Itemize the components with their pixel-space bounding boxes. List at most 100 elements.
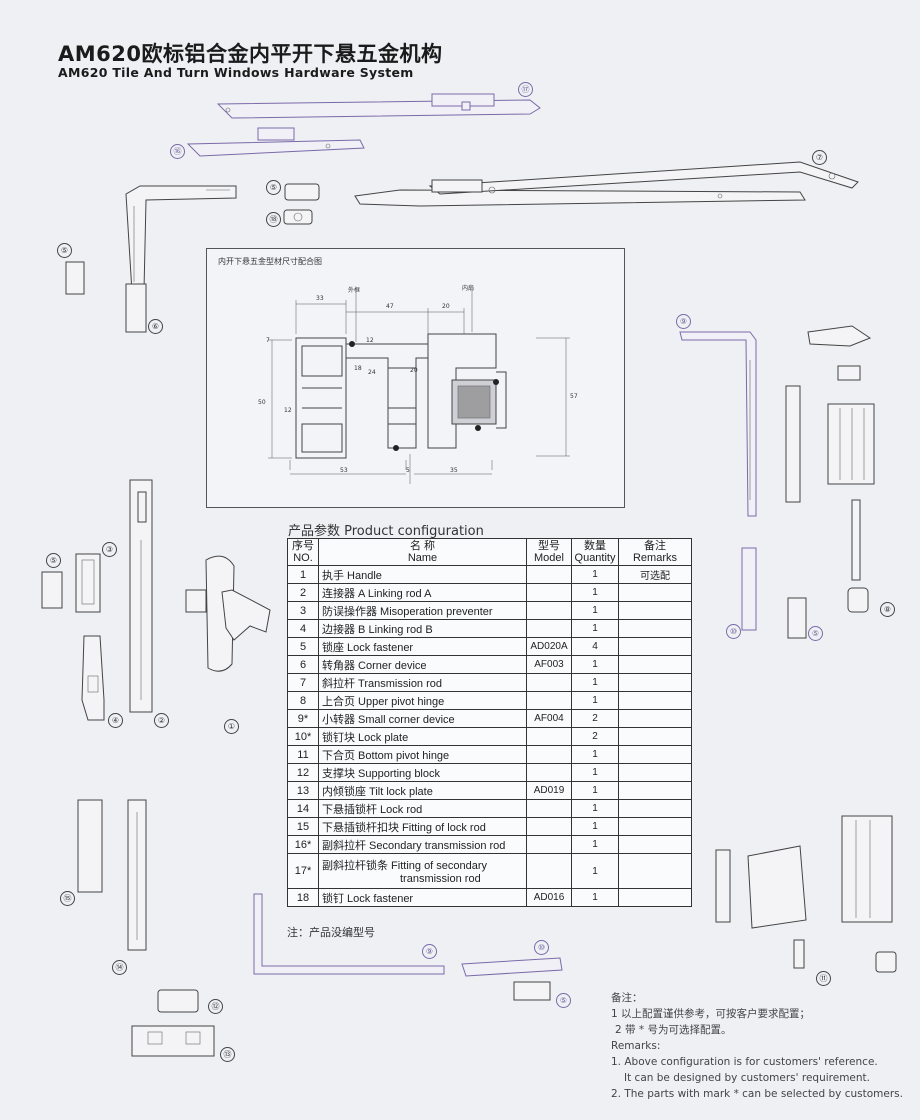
callout-18: ⑱ <box>266 212 281 227</box>
callout-17: ⑰ <box>518 82 533 97</box>
callout-9-a: ⑨ <box>676 314 691 329</box>
callout-12: ⑫ <box>208 999 223 1014</box>
part-15-drawing <box>77 799 103 893</box>
part-3-drawing <box>75 553 101 613</box>
callout-7: ⑦ <box>812 150 827 165</box>
config-heading: 产品参数 Product configuration <box>288 524 484 539</box>
callout-5-a: ⑤ <box>266 180 281 195</box>
part-16-drawing <box>186 127 365 157</box>
callout-6: ⑥ <box>148 319 163 334</box>
part-11-hinge-drawing <box>715 815 897 973</box>
svg-text:5: 5 <box>406 467 410 474</box>
svg-text:53: 53 <box>340 467 348 474</box>
part-5-drawing-c <box>787 597 807 639</box>
svg-text:47: 47 <box>386 303 394 310</box>
svg-text:20: 20 <box>442 303 450 310</box>
remarks-en-title: Remarks: <box>611 1040 661 1052</box>
svg-text:18: 18 <box>354 365 362 372</box>
page-subtitle: AM620 Tile And Turn Windows Hardware Sys… <box>58 65 414 80</box>
page-title: AM620欧标铝合金内平开下悬五金机构 <box>58 42 443 66</box>
callout-5-e: ⑤ <box>556 993 571 1008</box>
label-inner-sash: 内扇 <box>462 284 474 292</box>
part-5-drawing-d <box>41 571 63 609</box>
part-9-drawing-right <box>679 331 757 517</box>
callout-14: ⑭ <box>112 960 127 975</box>
svg-text:35: 35 <box>450 467 458 474</box>
part-18-drawing <box>283 209 313 225</box>
part-6-drawing <box>125 185 237 333</box>
callout-15: ⑮ <box>60 891 75 906</box>
part-4-drawing <box>81 635 105 721</box>
callout-13: ⑬ <box>220 1047 235 1062</box>
part-5-drawing-e <box>513 981 551 1001</box>
part-7-drawing <box>354 161 859 207</box>
remarks-en-2: 2. The parts with mark * can be selected… <box>611 1088 903 1100</box>
callout-16: ⑯ <box>170 144 185 159</box>
svg-text:12: 12 <box>366 337 374 344</box>
profile-section-drawing: 33 47 20 外框 内扇 7 12 18 24 20 50 12 57 53… <box>258 284 578 484</box>
callout-5-d: ⑤ <box>46 553 61 568</box>
part-1-handle-drawing <box>185 555 271 672</box>
part-5-drawing-a <box>284 183 320 201</box>
part-10-drawing-bottom <box>461 957 563 977</box>
part-17-drawing <box>216 93 541 119</box>
callout-10-b: ⑩ <box>534 940 549 955</box>
remarks-zh-title: 备注： <box>611 992 643 1004</box>
part-12-drawing <box>157 989 199 1013</box>
svg-text:50: 50 <box>258 399 266 406</box>
callout-11: ⑪ <box>816 971 831 986</box>
part-2-drawing <box>129 479 153 713</box>
part-14-drawing <box>127 799 147 951</box>
remarks-zh-2: 2 带 * 号为可选择配置。 <box>615 1024 732 1036</box>
svg-text:57: 57 <box>570 393 578 400</box>
table-note: 注：产品没编型号 <box>287 926 375 939</box>
svg-text:7: 7 <box>266 337 270 344</box>
callout-3: ③ <box>102 542 117 557</box>
part-10-drawing-right <box>741 547 757 631</box>
part-8-hinge-drawing <box>785 325 875 613</box>
label-outer-frame: 外框 <box>348 286 360 294</box>
callout-5-c: ⑤ <box>808 626 823 641</box>
part-5-drawing-b <box>65 261 85 295</box>
callout-10-a: ⑩ <box>726 624 741 639</box>
callout-1: ① <box>224 719 239 734</box>
remarks-en-1b: It can be designed by customers' require… <box>624 1072 870 1084</box>
remarks-zh-1: 1 以上配置谨供参考，可按客户要求配置； <box>611 1008 811 1020</box>
remarks-en-1a: 1. Above configuration is for customers'… <box>611 1056 878 1068</box>
callout-5-b: ⑤ <box>57 243 72 258</box>
remarks-block: 备注： 1 以上配置谨供参考，可按客户要求配置； 2 带 * 号为可选择配置。 … <box>611 990 903 1102</box>
svg-text:20: 20 <box>410 367 418 374</box>
svg-text:24: 24 <box>368 369 376 376</box>
svg-text:33: 33 <box>316 295 324 302</box>
callout-9-b: ⑨ <box>422 944 437 959</box>
callout-2: ② <box>154 713 169 728</box>
callout-4: ④ <box>108 713 123 728</box>
callout-8: ⑧ <box>880 602 895 617</box>
